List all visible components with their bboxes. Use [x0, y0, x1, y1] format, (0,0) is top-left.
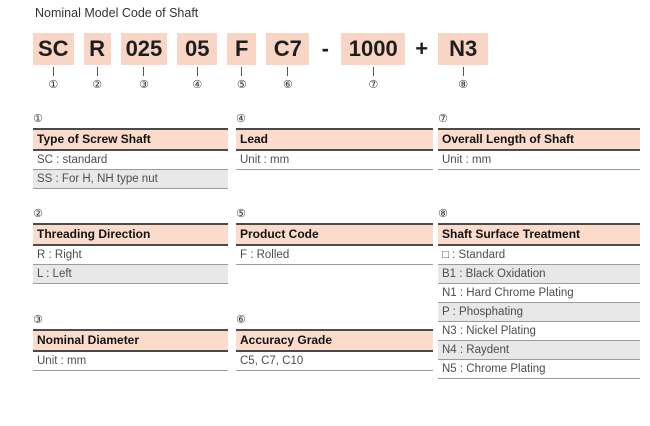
- circled-number-8: ⑧: [458, 78, 469, 91]
- legend-table-overall-length: ⑦ Overall Length of Shaft Unit : mm: [438, 112, 640, 170]
- code-box-accuracy: C7: [266, 33, 310, 65]
- table-row: P : Phosphating: [438, 303, 640, 322]
- code-box-lead: 05: [177, 33, 218, 65]
- code-segment-product: F ⑤: [227, 33, 257, 91]
- legend-table-threading-direction: ② Threading Direction R : Right L : Left: [33, 207, 228, 284]
- table-header: Nominal Diameter: [33, 329, 228, 352]
- code-segment-length: 1000 ⑦: [341, 33, 406, 91]
- code-box-direction: R: [83, 33, 111, 65]
- table-row: SS : For H, NH type nut: [33, 170, 228, 189]
- circled-number-4: ④: [192, 78, 203, 91]
- code-segment-direction: R ②: [83, 33, 111, 91]
- code-box-length: 1000: [341, 33, 406, 65]
- table-header: Threading Direction: [33, 223, 228, 246]
- tick-line: [96, 67, 98, 76]
- legend-table-lead: ④ Lead Unit : mm: [236, 112, 433, 170]
- circled-number-label: ⑤: [236, 207, 246, 220]
- page-title: Nominal Model Code of Shaft: [35, 6, 199, 20]
- plus-separator: +: [415, 36, 429, 61]
- circled-number-label: ②: [33, 207, 43, 220]
- code-segment-accuracy: C7 ⑥: [266, 33, 310, 91]
- table-header: Lead: [236, 128, 433, 151]
- circled-number-6: ⑥: [282, 78, 293, 91]
- table-rows: R : Right L : Left: [33, 246, 228, 284]
- table-header: Overall Length of Shaft: [438, 128, 640, 151]
- table-row: B1 : Black Oxidation: [438, 265, 640, 284]
- legend-table-shaft-surface-treatment: ⑧ Shaft Surface Treatment □ : Standard B…: [438, 207, 640, 379]
- tick-line: [52, 67, 54, 76]
- table-header: Type of Screw Shaft: [33, 128, 228, 151]
- code-separator-plus: +: [415, 33, 428, 65]
- circled-number-label: ⑦: [438, 112, 448, 125]
- legend-table-accuracy-grade: ⑥ Accuracy Grade C5, C7, C10: [236, 313, 433, 371]
- legend-table-product-code: ⑤ Product Code F : Rolled: [236, 207, 433, 265]
- circled-number-5: ⑤: [236, 78, 247, 91]
- table-header: Accuracy Grade: [236, 329, 433, 352]
- legend-table-nominal-diameter: ③ Nominal Diameter Unit : mm: [33, 313, 228, 371]
- circled-number-label: ①: [33, 112, 43, 125]
- table-header: Product Code: [236, 223, 433, 246]
- table-row: Unit : mm: [438, 151, 640, 170]
- table-row: Unit : mm: [33, 352, 228, 371]
- circled-number-label: ⑧: [438, 207, 448, 220]
- code-segment-diameter: 025 ③: [120, 33, 168, 91]
- tick-line: [143, 67, 145, 76]
- tick-line: [372, 67, 374, 76]
- table-rows: SC : standard SS : For H, NH type nut: [33, 151, 228, 189]
- table-row: F : Rolled: [236, 246, 433, 265]
- code-segment-surface: N3 ⑧: [438, 33, 489, 91]
- table-rows: Unit : mm: [438, 151, 640, 170]
- table-row: C5, C7, C10: [236, 352, 433, 371]
- tick-line: [462, 67, 464, 76]
- legend-table-type-of-screw-shaft: ① Type of Screw Shaft SC : standard SS :…: [33, 112, 228, 189]
- table-row: N1 : Hard Chrome Plating: [438, 284, 640, 303]
- model-code-row: SC ① R ② 025 ③ 05 ④ F ⑤ C7 ⑥: [33, 33, 489, 91]
- dash-separator: -: [321, 36, 329, 61]
- code-separator-dash: -: [319, 33, 331, 65]
- circled-number-7: ⑦: [368, 78, 379, 91]
- table-rows: C5, C7, C10: [236, 352, 433, 371]
- code-box-diameter: 025: [120, 33, 168, 65]
- circled-number-3: ③: [138, 78, 149, 91]
- table-row: R : Right: [33, 246, 228, 265]
- circled-number-2: ②: [92, 78, 102, 91]
- circled-number-label: ③: [33, 313, 43, 326]
- table-row: SC : standard: [33, 151, 228, 170]
- circled-number-1: ①: [48, 78, 59, 91]
- table-row: □ : Standard: [438, 246, 640, 265]
- code-segment-lead: 05 ④: [177, 33, 218, 91]
- tick-line: [287, 67, 289, 76]
- table-row: N4 : Raydent: [438, 341, 640, 360]
- table-header: Shaft Surface Treatment: [438, 223, 640, 246]
- code-box-product: F: [227, 33, 257, 65]
- circled-number-label: ④: [236, 112, 246, 125]
- table-row: L : Left: [33, 265, 228, 284]
- tick-line: [241, 67, 243, 76]
- table-row: Unit : mm: [236, 151, 433, 170]
- table-rows: Unit : mm: [236, 151, 433, 170]
- table-rows: Unit : mm: [33, 352, 228, 371]
- code-segment-type: SC ①: [33, 33, 74, 91]
- table-rows: F : Rolled: [236, 246, 433, 265]
- code-box-type: SC: [33, 33, 74, 65]
- table-row: N5 : Chrome Plating: [438, 360, 640, 379]
- circled-number-label: ⑥: [236, 313, 246, 326]
- table-row: N3 : Nickel Plating: [438, 322, 640, 341]
- code-box-surface: N3: [438, 33, 489, 65]
- table-rows: □ : Standard B1 : Black Oxidation N1 : H…: [438, 246, 640, 379]
- tick-line: [196, 67, 198, 76]
